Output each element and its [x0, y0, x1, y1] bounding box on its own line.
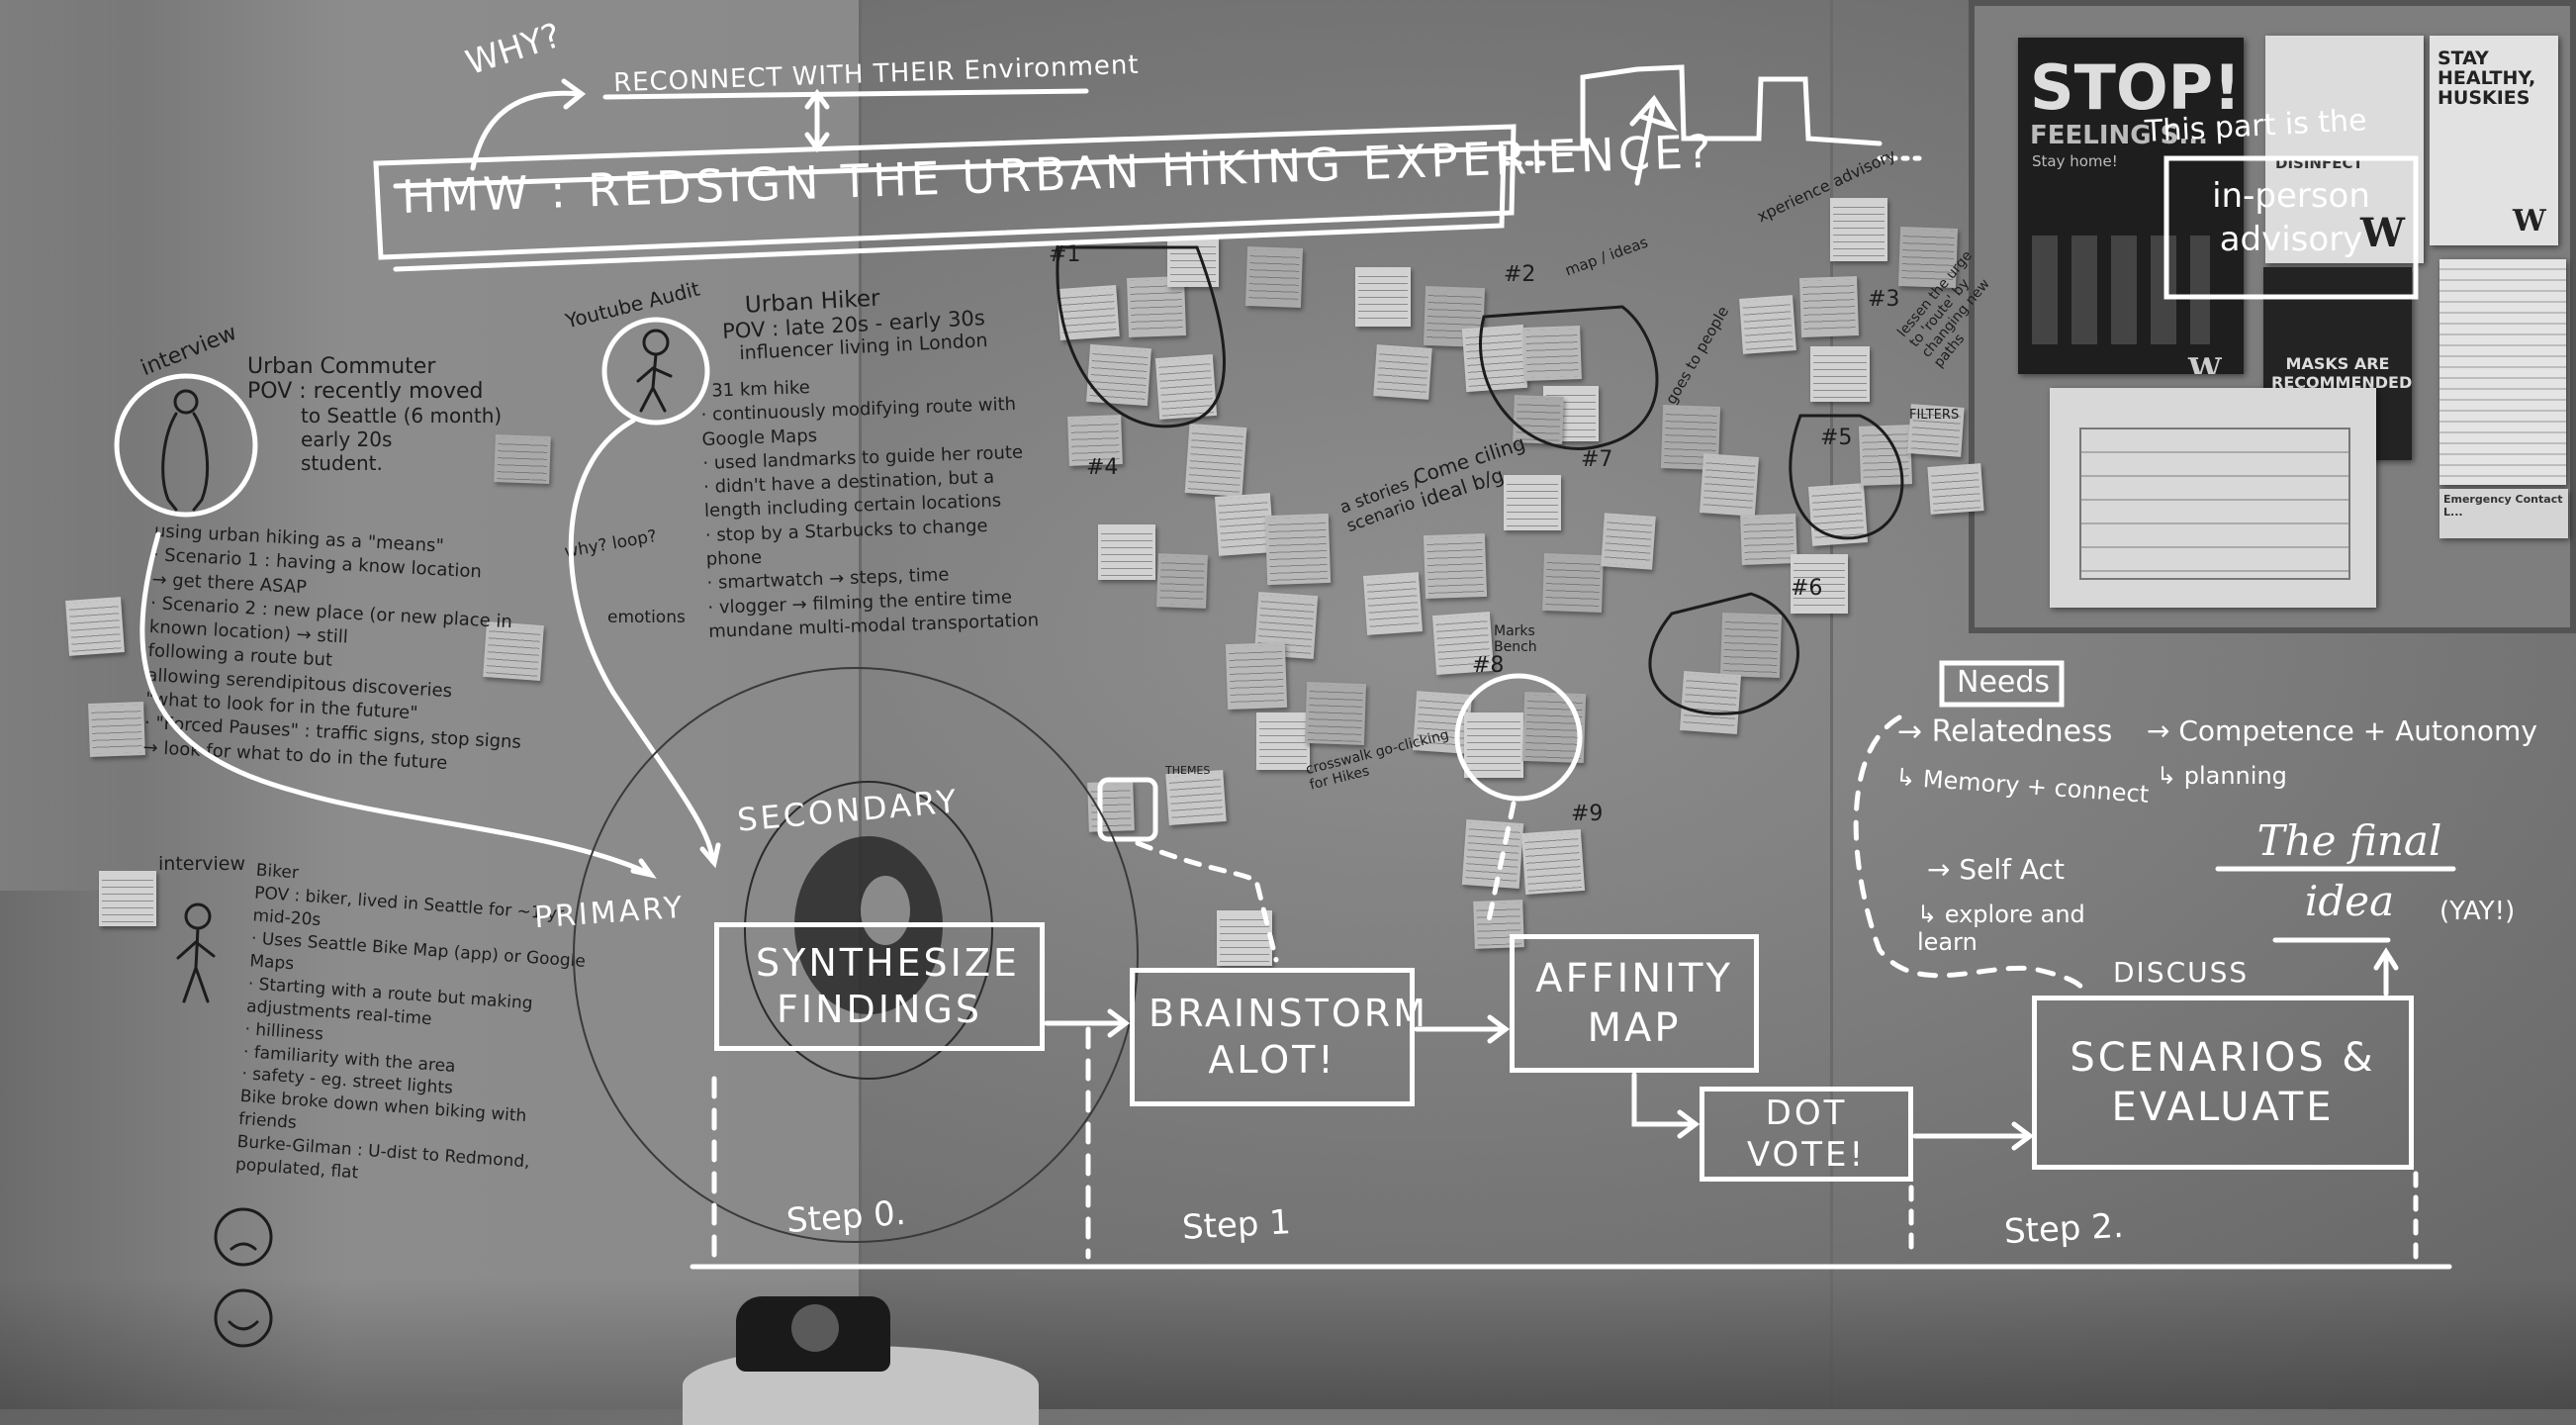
final-idea-title: The final idea [2255, 811, 2443, 932]
cluster-number: #6 [1791, 576, 1822, 601]
cluster-number: #4 [1086, 455, 1118, 480]
needs-selfact: → Self Act [1927, 853, 2065, 886]
needs-relatedness: → Relatedness [1897, 714, 2112, 749]
step2-label: Step 2. [2003, 1206, 2125, 1252]
cluster-number: #7 [1581, 447, 1612, 472]
needs-competence: → Competence + Autonomy [2147, 714, 2537, 747]
needs-title: Needs [1957, 665, 2050, 700]
tape-roll [791, 1304, 839, 1352]
board-note: THEMES [1165, 764, 1210, 777]
step1-label: Step 1 [1181, 1202, 1292, 1248]
cluster-number: #2 [1504, 262, 1535, 287]
needs-explore: ↳ explore and learn [1917, 901, 2115, 956]
cluster-number: #9 [1571, 802, 1603, 826]
step0-label: Step 0. [785, 1193, 907, 1241]
cluster-number: #8 [1472, 653, 1504, 678]
dashed-link [1489, 804, 1514, 920]
cluster-number: #5 [1820, 426, 1852, 450]
dashed-link [1138, 843, 1276, 960]
needs-planning: ↳ planning [2157, 762, 2287, 790]
board-note: FILTERS [1909, 408, 1959, 423]
cluster-number: #1 [1049, 242, 1080, 267]
board-note: Marks Bench [1494, 623, 1553, 655]
final-yay: (YAY!) [2439, 897, 2515, 926]
inperson-advisory: in-person advisory [2182, 174, 2400, 261]
tape-dispenser [736, 1296, 890, 1372]
cluster-number: #3 [1868, 287, 1899, 312]
